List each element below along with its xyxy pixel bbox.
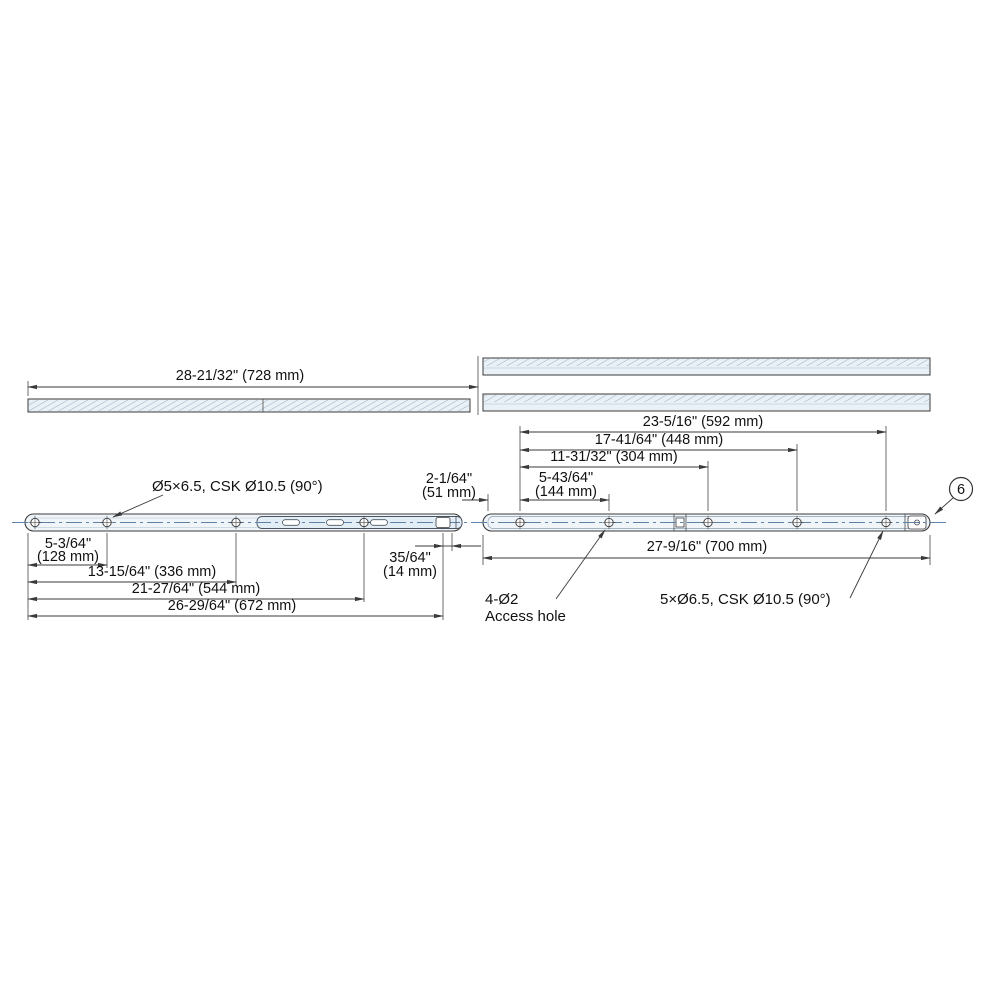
balloon-number: 6 [957,482,965,498]
dims-hole-spacing-bottom-left: 5-3/64" (128 mm) 13-15/64" (336 mm) 21-2… [27,533,481,620]
dim-336-label: 13-15/64" (336 mm) [88,564,216,580]
dim-728: 28-21/32" (728 mm) [27,356,479,415]
slot [282,519,300,526]
dim-728-label: 28-21/32" (728 mm) [176,368,304,384]
dim-700: 27-9/16" (700 mm) [482,535,931,565]
dim-700-label: 27-9/16" (700 mm) [647,539,767,555]
dim-672-label: 26-29/64" (672 mm) [168,598,296,614]
dim-448-label: 17-41/64" (448 mm) [595,432,723,448]
dim-544-label: 21-27/64" (544 mm) [132,581,260,597]
slot [326,519,344,526]
notes: Ø5×6.5, CSK Ø10.5 (90°) 4-Ø2 Access hole… [112,478,884,625]
leader-access-hole [555,529,606,600]
slot [370,519,388,526]
csk-note-left: Ø5×6.5, CSK Ø10.5 (90°) [152,478,323,495]
rail-hatch [484,395,929,402]
dim-128-label-in: 5-3/64" [45,536,91,552]
rail-hatch [484,359,929,366]
extended-rail-upper-right [482,357,931,376]
extended-rail-left [27,398,471,413]
csk-note-right: 5×Ø6.5, CSK Ø10.5 (90°) [660,591,831,608]
dim-144-label-mm: (144 mm) [535,484,597,500]
dim-51-label-mm: (51 mm) [422,485,476,501]
dim-144-label-in: 5-43/64" [539,470,593,486]
dim-128-label-mm: (128 mm) [37,549,99,565]
left-member-features [28,515,457,530]
access-hole-note-line1: 4-Ø2 [485,591,518,608]
leader-csk-right [849,530,884,599]
dim-592-label: 23-5/16" (592 mm) [643,414,763,430]
dim-304-label: 11-31/32" (304 mm) [550,449,677,465]
extended-rail-lower-right [482,393,931,412]
plan-view [12,513,948,532]
rail-hatch [29,400,469,411]
extended-view [27,357,931,413]
dim-51-label-in: 2-1/64" [426,471,472,487]
dim-14-label-mm: (14 mm) [383,564,437,580]
leader-balloon [934,497,954,515]
leader-csk-left [112,494,164,518]
latch-detail [435,517,451,528]
dim-14-label-in: 35/64" [389,550,430,566]
access-hole-note-line2: Access hole [485,608,566,625]
dims-hole-spacing-top: 23-5/16" (592 mm) 17-41/64" (448 mm) 11-… [422,414,887,511]
balloon-callout: 6 [934,476,974,515]
balloon-circle [948,476,974,502]
